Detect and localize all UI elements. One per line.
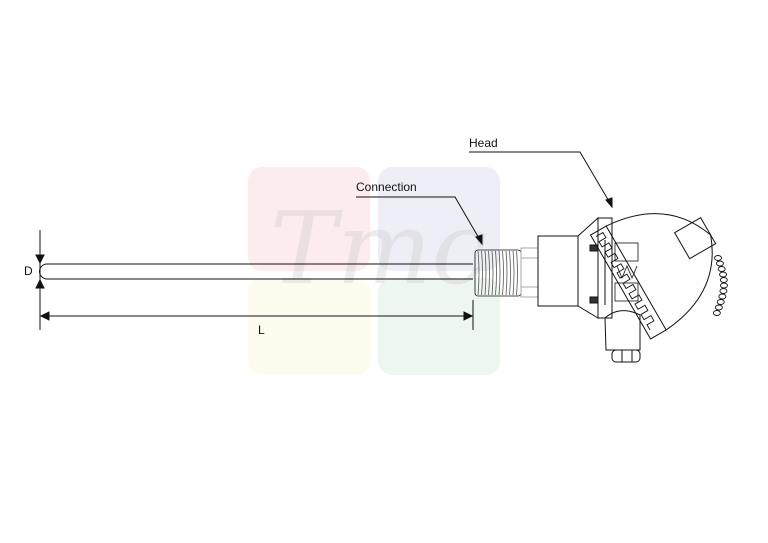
connection-arrow [475,234,483,246]
housing-lower [604,310,641,351]
cable-gland [611,349,641,363]
d-arrow-top [35,254,45,265]
chain-link [719,271,727,278]
hex-nut [520,247,539,298]
chain-link [719,277,728,283]
connection-leader [356,196,481,241]
neck-block [537,235,579,307]
length-label: L [258,323,265,337]
head-arrow [605,197,613,209]
connection-label: Connection [356,180,417,194]
watermark-tile-blue [378,167,500,271]
watermark-tile-yellow [248,278,370,375]
diameter-label: D [24,264,33,278]
chain-link [714,304,723,311]
chain-link [718,293,727,300]
watermark-tile-red [248,167,370,271]
chain-link [719,288,728,294]
l-arrow-right [463,311,474,321]
chain-link [716,260,724,267]
head-leader [469,151,611,204]
watermark-tile-green [378,278,500,375]
chain-link [714,255,722,261]
head-label: Head [469,136,498,150]
l-arrow-left [39,311,50,321]
d-arrow-bottom [35,278,45,289]
chain [712,255,728,316]
probe-sheath [39,263,473,280]
chain-link [720,282,728,289]
head-cover [589,213,717,340]
chain-link [717,266,726,272]
chain-link [716,299,725,305]
watermark-text: Tmc [270,190,488,307]
threaded-connection [474,249,522,297]
chain-link [712,310,721,316]
